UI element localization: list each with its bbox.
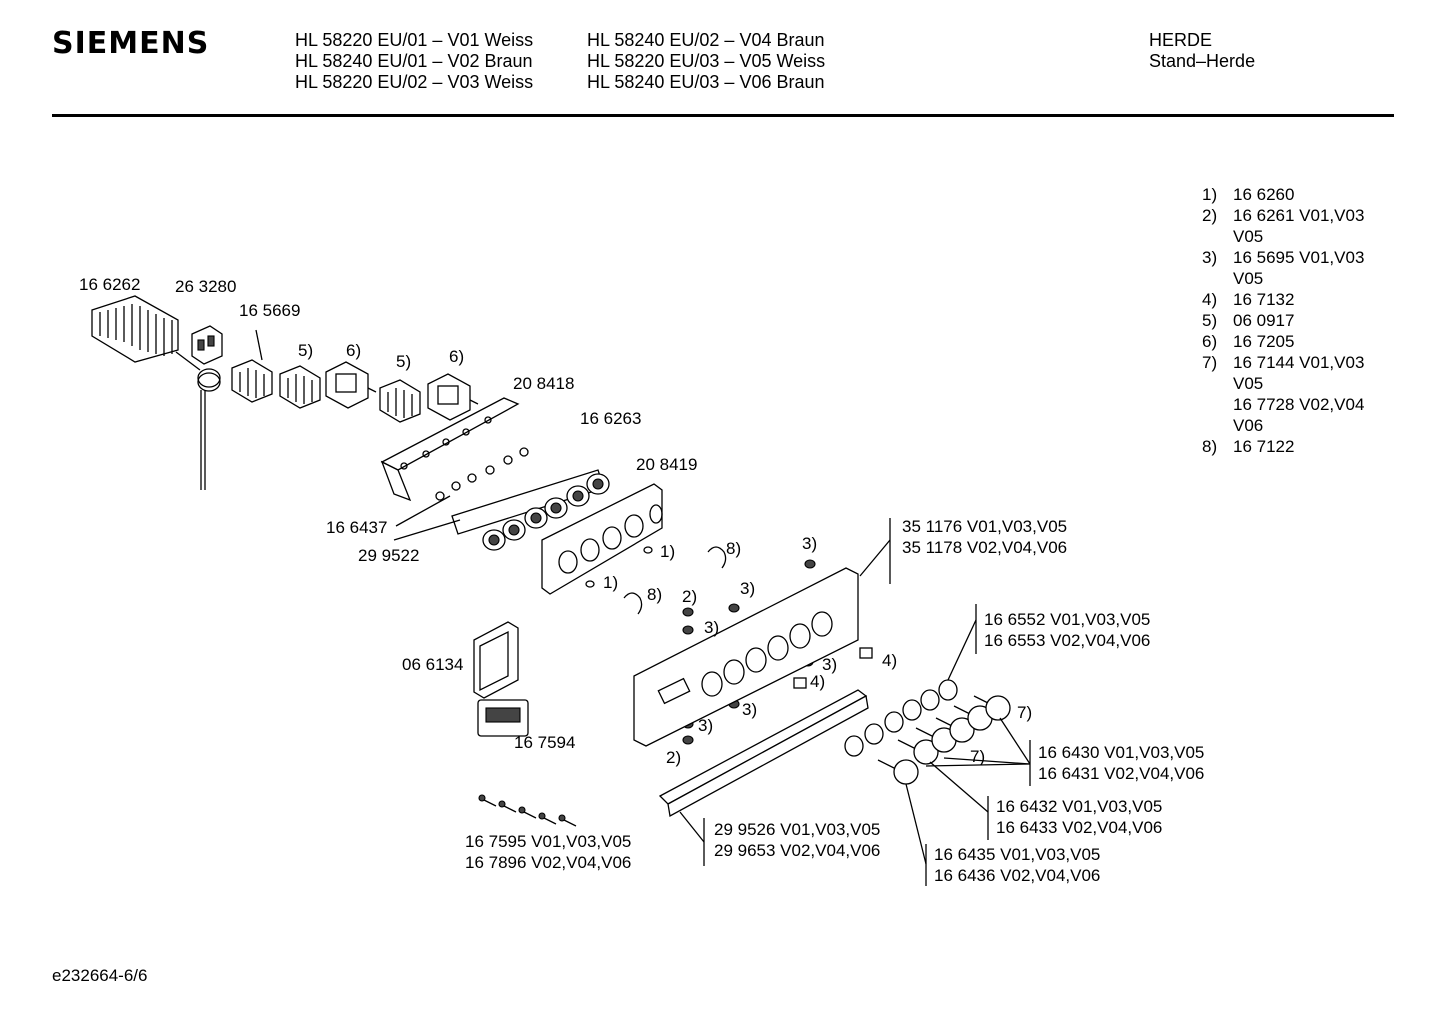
front-panel-351176 [633,567,859,747]
leader-lines [393,495,1031,886]
legend-row: 5)06 0917 [1202,311,1295,330]
label-166433: 16 6433 V02,V04,V06 [996,818,1163,837]
label-165669: 16 5669 [239,301,301,320]
model-line: HL 58220 EU/02 – V03 Weiss [295,72,534,92]
label-167595: 16 7595 V01,V03,V05 [465,832,632,851]
brand-logo: SIEMENS [52,26,210,61]
legend-row: 7)16 7144 V01,V03 [1202,353,1365,372]
callout-8: 8) [647,585,663,604]
callout-2: 2) [682,587,698,606]
callout-3: 3) [802,534,818,553]
legend-row: V05 [1233,374,1264,393]
label-166553: 16 6553 V02,V04,V06 [984,631,1151,650]
panel-208419 [541,483,663,595]
callout-7: 7) [970,747,986,766]
callout-2: 2) [666,748,682,767]
bracket-208418 [380,397,529,502]
callout-6: 6) [346,341,362,360]
screws-167595 [478,794,577,827]
legend-row: V05 [1233,269,1264,288]
label-299526: 29 9526 V01,V03,V05 [714,820,881,839]
switch-060917-b [379,379,421,423]
label-351176: 35 1176 V01,V03,V05 [902,517,1068,536]
model-line: HL 58220 EU/01 – V01 Weiss [295,30,534,50]
trim-strip-299526 [658,689,869,818]
label-066134: 06 6134 [402,655,464,674]
display-167594 [477,699,529,737]
switch-165669 [231,329,273,403]
category: HERDE [1149,30,1213,50]
legend-row: 16 7728 V02,V04 [1233,395,1365,414]
label-166431: 16 6431 V02,V04,V06 [1038,764,1205,783]
model-line: HL 58240 EU/03 – V06 Braun [587,72,825,92]
label-299522: 29 9522 [358,546,420,565]
callout-1: 1) [660,542,676,561]
clock-066134 [473,621,519,699]
legend-row: 1)16 6260 [1202,185,1295,204]
label-166435: 16 6435 V01,V03,V05 [934,845,1101,864]
label-263280: 26 3280 [175,277,237,296]
legend-row: 3)16 5695 V01,V03 [1202,248,1365,267]
callout-5: 5) [298,341,314,360]
label-167896: 16 7896 V02,V04,V06 [465,853,632,872]
subcategory: Stand–Herde [1149,51,1256,71]
label-166262: 16 6262 [79,275,141,294]
label-208419: 20 8419 [636,455,698,474]
header-divider [52,114,1394,117]
label-166432: 16 6432 V01,V03,V05 [996,797,1163,816]
callout-8: 8) [726,539,742,558]
label-166437: 16 6437 [326,518,388,537]
model-line: HL 58220 EU/03 – V05 Weiss [587,51,826,71]
switch-263280 [175,325,223,490]
knobs [877,695,1011,785]
label-299653: 29 9653 V02,V04,V06 [714,841,881,860]
category-block: HERDE Stand–Herde [1149,30,1255,72]
label-166436: 16 6436 V02,V04,V06 [934,866,1101,885]
knob-holder-row [451,469,610,551]
model-list-right: HL 58240 EU/02 – V04 Braun HL 58220 EU/0… [587,30,825,93]
model-list-left: HL 58220 EU/01 – V01 Weiss HL 58240 EU/0… [295,30,533,93]
model-line: HL 58240 EU/01 – V02 Braun [295,51,533,71]
label-166552: 16 6552 V01,V03,V05 [984,610,1151,629]
callout-6: 6) [449,347,465,366]
terminal-block-166262 [91,295,179,363]
rings-166552 [844,679,958,757]
label-351178: 35 1178 V02,V04,V06 [902,538,1068,557]
switch-167205-a [325,361,377,409]
callout-3: 3) [698,716,714,735]
model-line: HL 58240 EU/02 – V04 Braun [587,30,825,50]
callout-3: 3) [822,655,838,674]
callout-3: 3) [704,618,720,637]
legend-row: V06 [1233,416,1264,435]
callout-1: 1) [603,573,619,592]
callout-4: 4) [882,651,898,670]
label-166430: 16 6430 V01,V03,V05 [1038,743,1205,762]
legend-row: V05 [1233,227,1264,246]
legend-row: 4)16 7132 [1202,290,1295,309]
legend-row: 8)16 7122 [1202,437,1295,456]
label-166263: 16 6263 [580,409,642,428]
callout-7: 7) [1017,703,1033,722]
legend-row: 6)16 7205 [1202,332,1295,351]
switch-167205-b [427,373,479,421]
callout-4: 4) [810,672,826,691]
parts-legend: 1)16 6260 2)16 6261 V01,V03 V05 3)16 569… [1202,184,1364,457]
legend-row: 2)16 6261 V01,V03 [1202,206,1365,225]
document-id: e232664-6/6 [52,966,148,985]
label-167594: 16 7594 [514,733,576,752]
switch-060917-a [279,365,321,409]
callout-5: 5) [396,352,412,371]
label-208418: 20 8418 [513,374,575,393]
callout-3: 3) [740,579,756,598]
callout-3: 3) [742,700,758,719]
